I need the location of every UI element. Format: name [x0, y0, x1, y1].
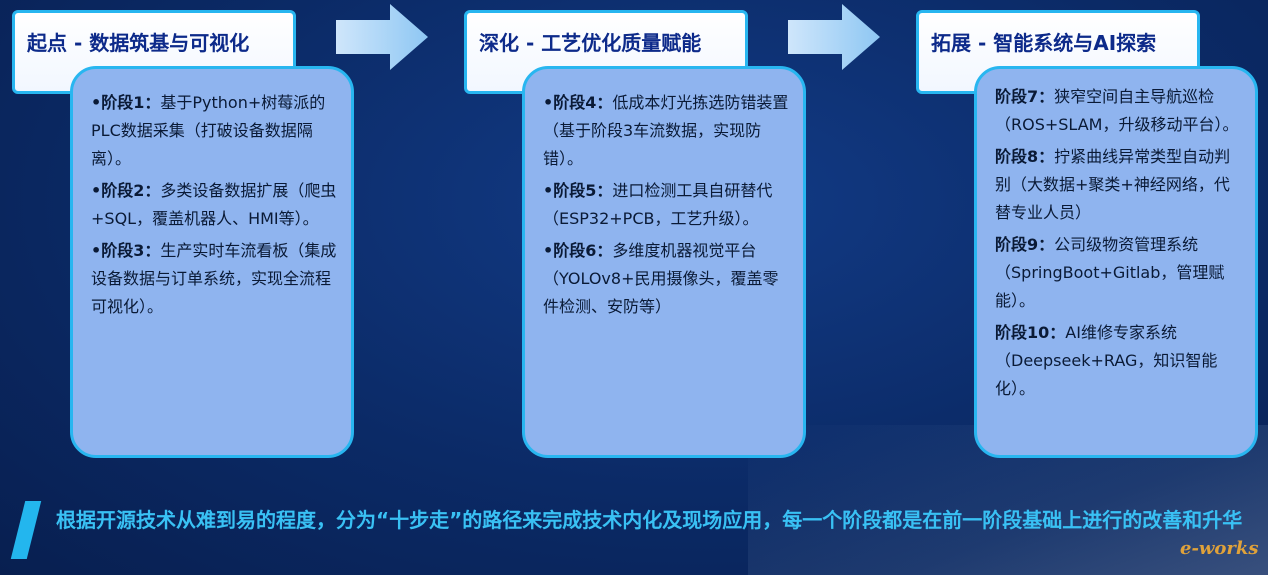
stage-2-card: •阶段4：低成本灯光拣选防错装置（基于阶段3车流数据，实现防错）。 •阶段5：进… — [522, 66, 806, 458]
stage-item: •阶段2：多类设备数据扩展（爬虫+SQL，覆盖机器人、HMI等）。 — [91, 177, 337, 233]
stage-item-label: 阶段9： — [995, 235, 1055, 254]
stage-1-card: •阶段1：基于Python+树莓派的PLC数据采集（打破设备数据隔离）。 •阶段… — [70, 66, 354, 458]
stage-item: •阶段6：多维度机器视觉平台（YOLOv8+民用摄像头，覆盖零件检测、安防等） — [543, 237, 789, 321]
stage-item: 阶段7：狭窄空间自主导航巡检（ROS+SLAM，升级移动平台）。 — [995, 83, 1241, 139]
stage-item-label: 阶段8： — [995, 147, 1055, 166]
stage-item: •阶段3：生产实时车流看板（集成设备数据与订单系统，实现全流程可视化）。 — [91, 237, 337, 321]
stage-item-text: 狭窄空间自主导航巡检（ROS+SLAM，升级移动平台）。 — [995, 87, 1239, 134]
stage-item: •阶段1：基于Python+树莓派的PLC数据采集（打破设备数据隔离）。 — [91, 89, 337, 173]
stage-item-text: 公司级物资管理系统（SpringBoot+Gitlab，管理赋能）。 — [995, 235, 1225, 310]
stage-item-label: •阶段3： — [91, 241, 161, 260]
stage-1-title: 起点 - 数据筑基与可视化 — [27, 31, 250, 55]
stage-item-label: •阶段2： — [91, 181, 161, 200]
stage-item-label: •阶段6： — [543, 241, 613, 260]
stage-item: 阶段9：公司级物资管理系统（SpringBoot+Gitlab，管理赋能）。 — [995, 231, 1241, 315]
stage-item-text: 生产实时车流看板（集成设备数据与订单系统，实现全流程可视化）。 — [91, 241, 337, 316]
stage-item-label: •阶段4： — [543, 93, 613, 112]
stage-2-title: 深化 - 工艺优化质量赋能 — [479, 31, 702, 55]
stage-item-label: •阶段1： — [91, 93, 161, 112]
stage-item-text: 多类设备数据扩展（爬虫+SQL，覆盖机器人、HMI等）。 — [91, 181, 337, 228]
stage-item: 阶段10：AI维修专家系统（Deepseek+RAG，知识智能化）。 — [995, 319, 1241, 403]
stage-3-title: 拓展 - 智能系统与AI探索 — [931, 31, 1157, 55]
stage-item-text: AI维修专家系统（Deepseek+RAG，知识智能化）。 — [995, 323, 1218, 398]
stage-item: •阶段4：低成本灯光拣选防错装置（基于阶段3车流数据，实现防错）。 — [543, 89, 789, 173]
stage-item-text: 拧紧曲线异常类型自动判别（大数据+聚类+神经网络，代替专业人员） — [995, 147, 1231, 222]
stage-item-text: 低成本灯光拣选防错装置（基于阶段3车流数据，实现防错）。 — [543, 93, 789, 168]
stage-3-card: 阶段7：狭窄空间自主导航巡检（ROS+SLAM，升级移动平台）。 阶段8：拧紧曲… — [974, 66, 1258, 458]
stage-item-text: 多维度机器视觉平台（YOLOv8+民用摄像头，覆盖零件检测、安防等） — [543, 241, 779, 316]
stage-item-text: 基于Python+树莓派的PLC数据采集（打破设备数据隔离）。 — [91, 93, 326, 168]
arrow-right-icon — [788, 4, 880, 70]
footer-accent-bar — [10, 501, 42, 559]
stage-item-text: 进口检测工具自研替代（ESP32+PCB，工艺升级）。 — [543, 181, 773, 228]
stage-item-label: 阶段10： — [995, 323, 1066, 342]
arrow-right-icon — [336, 4, 428, 70]
e-works-logo: e-works — [1180, 538, 1259, 559]
stage-item: 阶段8：拧紧曲线异常类型自动判别（大数据+聚类+神经网络，代替专业人员） — [995, 143, 1241, 227]
stage-item-label: •阶段5： — [543, 181, 613, 200]
footer-caption: 根据开源技术从难到易的程度，分为“十步走”的路径来完成技术内化及现场应用，每一个… — [56, 508, 1243, 532]
stage-item-label: 阶段7： — [995, 87, 1055, 106]
stage-item: •阶段5：进口检测工具自研替代（ESP32+PCB，工艺升级）。 — [543, 177, 789, 233]
